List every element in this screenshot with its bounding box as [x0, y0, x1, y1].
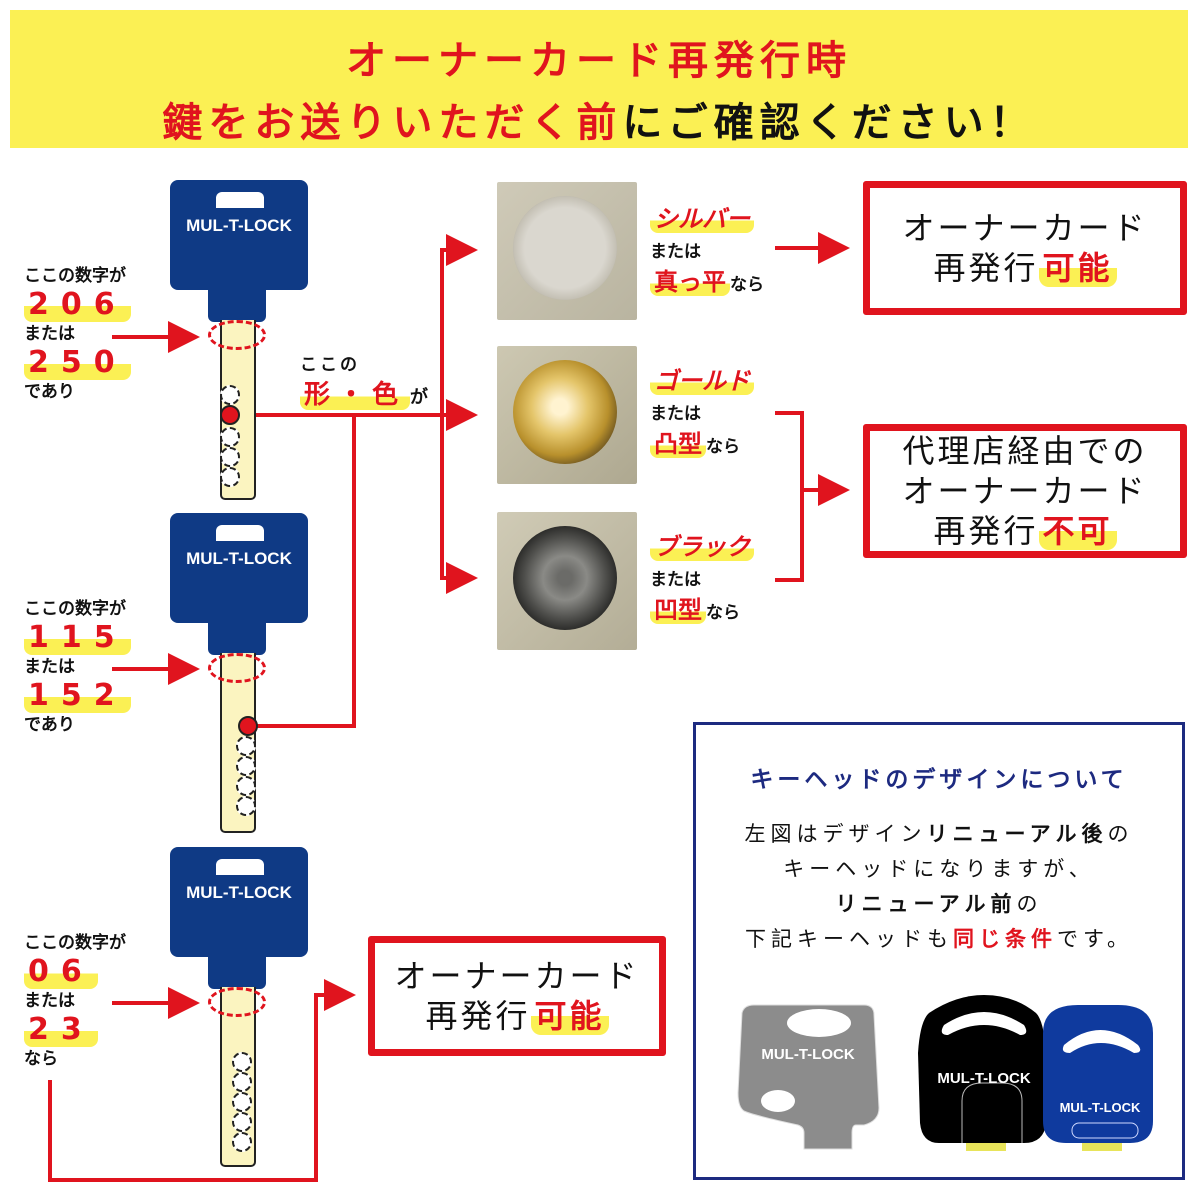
banner-subtitle-red: 鍵をお送りいただく前: [162, 100, 623, 146]
key-brand: MUL-T-LOCK: [186, 216, 292, 235]
number-location-ring: [208, 987, 266, 1017]
key-3: MUL-T-LOCK: [170, 847, 310, 1177]
line-key3-result: [48, 979, 356, 1182]
legacy-keyhead-blue: MUL-T-LOCK: [1043, 1005, 1153, 1151]
line-split-bottom: [440, 415, 478, 594]
key-brand: MUL-T-LOCK: [186, 549, 292, 568]
pin-marker-dot: [220, 405, 240, 425]
key-2: MUL-T-LOCK: [170, 513, 310, 843]
black-concave-pin-photo: [497, 512, 637, 650]
legacy-keyheads: MUL-T-LOCK MUL-T-LOCK MUL-T-LOCK: [737, 995, 1153, 1151]
key-hole: [216, 859, 264, 875]
svg-text:MUL-T-LOCK: MUL-T-LOCK: [1060, 1100, 1141, 1115]
gold-convex-pin-photo: [497, 346, 637, 484]
svg-text:MUL-T-LOCK: MUL-T-LOCK: [937, 1070, 1030, 1087]
key-head: MUL-T-LOCK: [170, 180, 308, 290]
key-1: MUL-T-LOCK: [170, 180, 310, 510]
banner-title: オーナーカード再発行時: [346, 38, 852, 84]
line-split-top: [440, 234, 478, 415]
header-banner: オーナーカード再発行時 鍵をお送りいただく前にご確認ください！: [10, 10, 1188, 148]
key-2-number-a: 115: [24, 620, 131, 655]
key-3-label: ここの数字が 06 または 23 なら: [24, 933, 126, 1069]
number-location-ring: [208, 320, 266, 350]
option-gold: ゴールド または 凸型なら: [650, 366, 754, 462]
key-3-number-b: 23: [24, 1012, 98, 1047]
result-reissue-not-possible: 代理店経由での オーナーカード 再発行不可: [863, 424, 1187, 558]
number-location-ring: [208, 653, 266, 683]
banner-subtitle: 鍵をお送りいただく前にご確認ください！: [10, 90, 1188, 148]
legacy-keyhead-black: MUL-T-LOCK: [918, 995, 1046, 1151]
keyhead-design-info: キーヘッドのデザインについて 左図はデザインリニューアル後の キーヘッドになりま…: [693, 722, 1185, 1180]
key-brand: MUL-T-LOCK: [186, 883, 292, 902]
result-reissue-possible-key3: オーナーカード 再発行可能: [368, 936, 666, 1056]
key-2-label: ここの数字が 115 または 152 であり: [24, 598, 131, 736]
option-silver: シルバー または 真っ平なら: [650, 205, 764, 296]
pin-marker-dot: [238, 716, 258, 736]
key-hole: [216, 525, 264, 541]
pin-note-emph: 形・色: [300, 380, 411, 410]
info-title: キーヘッドのデザインについて: [750, 767, 1128, 793]
svg-text:MUL-T-LOCK: MUL-T-LOCK: [761, 1046, 854, 1063]
silver-flat-pin-photo: [497, 182, 637, 320]
key-hole: [216, 192, 264, 208]
key-1-label: ここの数字が 206 または 250 であり: [24, 265, 131, 403]
key-1-number-a: 206: [24, 287, 131, 322]
key-3-number-a: 06: [24, 954, 98, 989]
info-body: 左図はデザインリニューアル後の キーヘッドになりますが、 リニューアル前の 下記…: [744, 822, 1134, 951]
option-black: ブラック または 凹型なら: [650, 532, 754, 628]
bracket-gold-black: [775, 411, 804, 582]
key-2-number-b: 152: [24, 678, 131, 713]
line-key2-pin: [250, 415, 356, 728]
result-reissue-possible-silver: オーナーカード 再発行可能: [863, 181, 1187, 315]
banner-subtitle-black: にご確認ください！: [622, 100, 1036, 146]
key-head: MUL-T-LOCK: [170, 513, 308, 623]
key-head: MUL-T-LOCK: [170, 847, 308, 957]
key-1-number-b: 250: [24, 345, 131, 380]
legacy-keyhead-gray: MUL-T-LOCK: [737, 1004, 880, 1150]
pin-note: ここの 形・色が: [300, 355, 429, 410]
